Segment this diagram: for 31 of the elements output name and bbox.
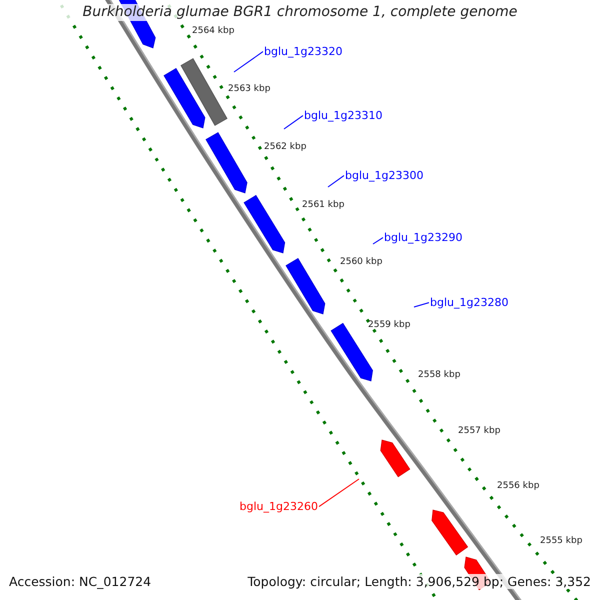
- gene-feature: [206, 132, 248, 194]
- genome-info-label: Topology: circular; Length: 3,906,529 bp; Genes: 3,352: [248, 574, 591, 589]
- gene-feature: [380, 440, 410, 478]
- leader-line: [234, 51, 264, 72]
- tick-label: 2562 kbp: [264, 142, 306, 153]
- gene-feature: [432, 510, 468, 556]
- tick-label: 2559 kbp: [368, 320, 410, 331]
- gene-label: bglu_1g23280: [430, 296, 508, 310]
- gene-label: bglu_1g23320: [264, 45, 342, 58]
- leader-line: [414, 302, 430, 308]
- leader-line: [372, 237, 384, 244]
- gene-label: bglu_1g23260: [240, 500, 318, 514]
- gene-feature: [244, 194, 286, 254]
- leader-line: [328, 175, 344, 188]
- tick-label: 2558 kbp: [418, 370, 460, 381]
- tick-label: 2555 kbp: [540, 536, 582, 547]
- tick-label: 2560 kbp: [340, 257, 382, 268]
- accession-label: Accession: NC_012724: [9, 574, 152, 589]
- tick-label: 2557 kbp: [458, 426, 500, 437]
- gene-label: bglu_1g23290: [384, 231, 462, 244]
- tick-label: 2561 kbp: [302, 200, 344, 211]
- leader-line: [318, 478, 360, 508]
- gene-feature-block: [180, 58, 228, 126]
- gene-label: bglu_1g23300: [345, 169, 424, 182]
- gene-feature: [164, 68, 206, 128]
- tick-label: 2564 kbp: [192, 26, 234, 37]
- gene-label: bglu_1g23310: [304, 109, 382, 122]
- tick-label: 2563 kbp: [228, 84, 270, 95]
- gene-feature: [286, 258, 326, 314]
- tick-label: 2556 kbp: [497, 481, 540, 492]
- leader-line: [284, 115, 304, 130]
